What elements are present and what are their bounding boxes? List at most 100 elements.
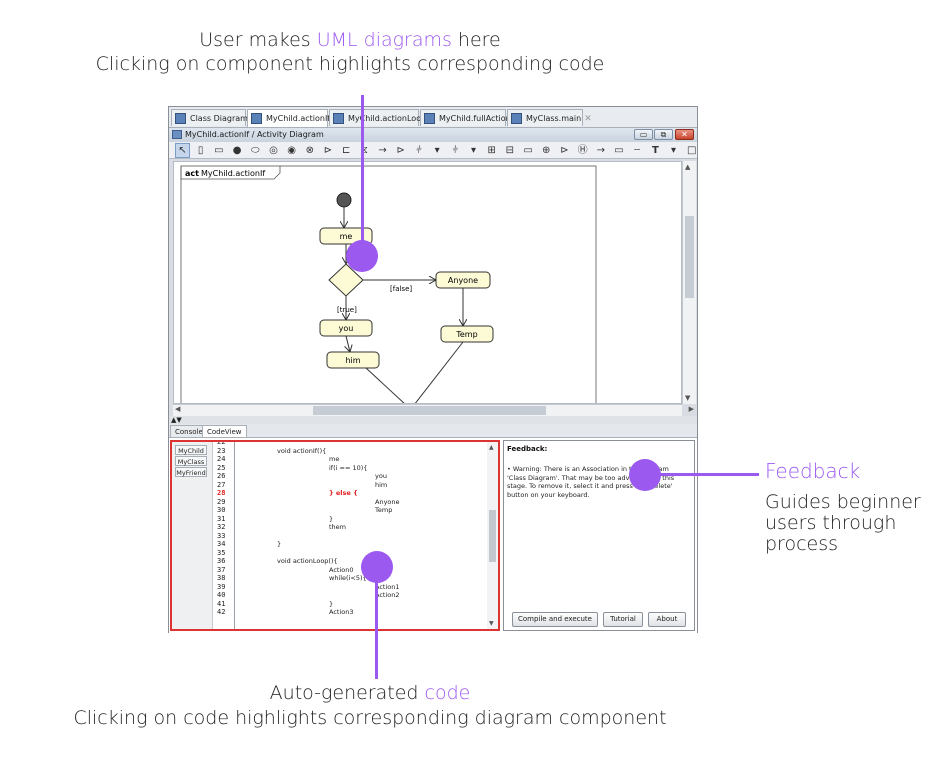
dropdown-icon[interactable]: ▾: [434, 145, 440, 156]
app-window: Class Diagram✕ MyChild.actionIf✕ MyChild…: [168, 106, 698, 633]
scroll-down-icon[interactable]: ▼: [685, 394, 691, 402]
join-icon[interactable]: ⫩: [452, 145, 459, 156]
class-item-myfriend[interactable]: MyFriend: [175, 467, 207, 477]
scroll-thumb[interactable]: [685, 216, 694, 298]
caption-highlight: UML diagrams: [316, 29, 452, 51]
panel-splitter[interactable]: ▲▼: [169, 416, 697, 424]
time-event-icon[interactable]: ⧖: [360, 145, 368, 156]
code-line[interactable]: void actionIf(){: [277, 447, 327, 455]
code-line[interactable]: if(i == 10){: [329, 464, 368, 472]
close-icon[interactable]: ✕: [584, 114, 592, 124]
activity-tool-icon[interactable]: ⬭: [250, 145, 260, 156]
action-node-temp[interactable]: [440, 325, 494, 343]
note-icon[interactable]: ▭: [614, 145, 624, 156]
editor-tab-bar: Class Diagram✕ MyChild.actionIf✕ MyChild…: [169, 107, 697, 128]
line-number: 30: [217, 506, 226, 514]
action-label-anyone: Anyone: [448, 276, 478, 285]
flow-final-icon[interactable]: ⊗: [305, 145, 314, 156]
guard-false: [false]: [390, 285, 412, 293]
arrow-icon[interactable]: →: [596, 145, 605, 156]
code-line[interactable]: him: [375, 481, 388, 489]
expansion-region-icon[interactable]: ⊟: [505, 145, 515, 156]
text-tool-icon[interactable]: T: [651, 145, 659, 156]
scroll-up-icon[interactable]: ▲: [685, 163, 691, 171]
code-line[interactable]: them: [329, 523, 346, 531]
scroll-thumb[interactable]: [313, 406, 546, 415]
object-node-icon[interactable]: ◎: [269, 145, 278, 156]
activity-diagram-icon: [511, 113, 522, 124]
tab-class-diagram[interactable]: Class Diagram✕: [171, 109, 258, 126]
code-line[interactable]: Action0: [329, 566, 354, 574]
caption-text-suffix: here: [451, 29, 501, 51]
caption-feedback: Feedback Guides beginner users through p…: [765, 461, 935, 555]
minimize-button[interactable]: ▭: [634, 129, 653, 140]
initial-node[interactable]: [336, 192, 352, 208]
window-title: MyChild.actionIf / Activity Diagram: [185, 130, 324, 139]
restore-button[interactable]: ⧉: [654, 129, 673, 140]
scroll-left-icon[interactable]: ◀: [175, 405, 181, 413]
merge-icon[interactable]: ⊳: [560, 145, 569, 156]
code-line[interactable]: }: [329, 600, 334, 608]
line-number: 38: [217, 574, 226, 582]
diagram-vertical-scrollbar[interactable]: ▲ ▼: [682, 161, 696, 404]
code-line[interactable]: me: [329, 455, 340, 463]
scroll-right-icon[interactable]: ▶: [688, 405, 694, 413]
initial-node-icon[interactable]: ●: [232, 145, 242, 156]
pointer-tool-icon[interactable]: ↖: [175, 143, 190, 158]
control-flow-edge[interactable]: [365, 367, 406, 404]
code-line[interactable]: }: [329, 515, 334, 523]
splitter-arrows-icon[interactable]: ▲▼: [171, 416, 182, 424]
tab-codeview[interactable]: CodeView: [202, 425, 247, 437]
action-label-you: you: [339, 324, 354, 333]
connector-icon[interactable]: ⊕: [542, 145, 551, 156]
tutorial-button[interactable]: Tutorial: [603, 612, 643, 627]
control-flow-edge[interactable]: [414, 341, 464, 404]
rectangle-tool-icon[interactable]: □: [687, 145, 697, 156]
class-item-mychild[interactable]: MyChild: [175, 445, 207, 455]
history-icon[interactable]: Ⓗ: [577, 145, 588, 156]
code-line[interactable]: Action3: [329, 608, 354, 616]
code-line[interactable]: you: [375, 472, 387, 480]
code-line[interactable]: Action2: [375, 591, 400, 599]
interruptible-region-icon[interactable]: ▭: [523, 145, 533, 156]
about-button[interactable]: About: [648, 612, 686, 627]
control-flow-icon[interactable]: →: [378, 145, 387, 156]
dropdown-icon[interactable]: ▾: [470, 145, 477, 156]
dropdown-icon[interactable]: ▾: [671, 145, 677, 156]
scroll-thumb[interactable]: [489, 510, 496, 562]
tab-myclass-main[interactable]: MyClass.main✕: [507, 109, 592, 126]
partition-tool-icon[interactable]: ▯: [197, 145, 204, 156]
control-flow-edge[interactable]: [346, 335, 350, 352]
class-item-myclass[interactable]: MyClass: [175, 456, 207, 466]
pin-icon[interactable]: ⊞: [487, 145, 496, 156]
accept-event-icon[interactable]: ⊏: [341, 145, 351, 156]
caption-code: Auto-generated code Clicking on code hig…: [0, 681, 740, 731]
close-button[interactable]: ✕: [675, 129, 694, 140]
decision-icon[interactable]: ⊳: [396, 145, 405, 156]
tab-mychild-fullaction[interactable]: MyChild.fullAction✕: [420, 109, 521, 126]
dashed-line-icon[interactable]: ┄: [634, 145, 641, 156]
code-text-area[interactable]: void actionIf(){ me if(i == 10){ you him…: [236, 442, 486, 629]
code-line[interactable]: Anyone: [375, 498, 400, 506]
code-line[interactable]: }: [277, 540, 282, 548]
line-number: 41: [217, 600, 226, 608]
compile-execute-button[interactable]: Compile and execute: [512, 612, 598, 627]
send-signal-icon[interactable]: ⊳: [323, 145, 333, 156]
action-node-him[interactable]: [326, 351, 380, 369]
tab-mychild-actionif[interactable]: MyChild.actionIf✕: [247, 109, 341, 127]
fork-icon[interactable]: ⫩: [416, 145, 422, 156]
action-tool-icon[interactable]: ▭: [214, 145, 224, 156]
code-line[interactable]: Temp: [375, 506, 393, 514]
diagram-horizontal-scrollbar[interactable]: ◀ ▶: [173, 404, 694, 416]
scroll-up-icon[interactable]: ▲: [489, 444, 494, 451]
final-node-icon[interactable]: ◉: [287, 145, 296, 156]
code-line[interactable]: void actionLoop(){: [277, 557, 338, 565]
code-line-highlighted[interactable]: } else {: [329, 489, 358, 497]
code-line[interactable]: while(i<5){: [329, 574, 367, 582]
code-line[interactable]: Action1: [375, 583, 400, 591]
tab-mychild-actionloop[interactable]: MyChild.actionLoop✕: [329, 109, 437, 126]
code-scrollbar[interactable]: ▲ ▼: [487, 442, 498, 629]
scroll-down-icon[interactable]: ▼: [489, 620, 494, 627]
